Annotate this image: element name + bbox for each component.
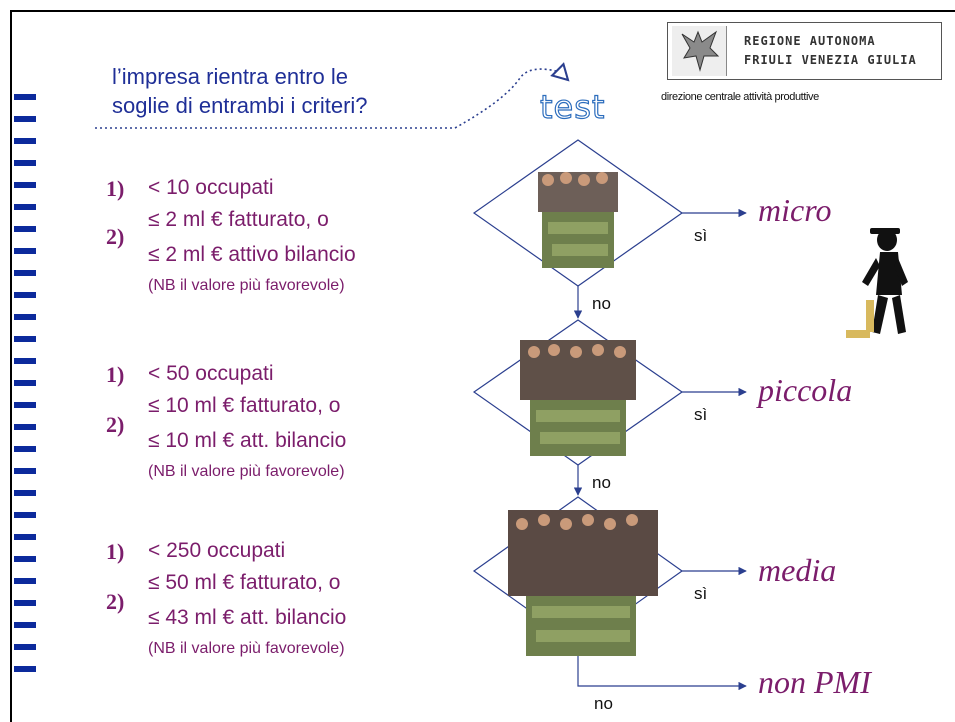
yes-label-1: sì: [694, 226, 708, 245]
no-label-1: no: [592, 294, 611, 313]
logo-line-1: REGIONE AUTONOMA: [744, 34, 876, 48]
yes-label-2: sì: [694, 405, 708, 424]
outcome-micro: micro: [758, 192, 832, 228]
logo-line-2: FRIULI VENEZIA GIULIA: [744, 53, 917, 67]
no-label-2: no: [592, 473, 611, 492]
slide-frame: [10, 10, 955, 722]
test-label: test: [539, 87, 606, 126]
criterion-balance: ≤ 10 ml € att. bilancio: [148, 429, 347, 452]
criterion-turnover: ≤ 2 ml € fatturato, o: [148, 208, 329, 231]
yes-label-3: sì: [694, 584, 708, 603]
criterion-employees: < 250 occupati: [148, 539, 286, 562]
criterion-balance: ≤ 43 ml € att. bilancio: [148, 606, 347, 629]
arrow-non-pmi: [577, 645, 747, 691]
people-money-image-2: [520, 340, 636, 456]
criterion-note: (NB il valore più favorevole): [148, 463, 345, 480]
department-label: direzione centrale attività produttive: [661, 91, 819, 103]
criterion-number-2: 2): [106, 412, 125, 437]
no-label-3: no: [594, 694, 613, 713]
criterion-number-2: 2): [106, 589, 125, 614]
criterion-balance: ≤ 2 ml € attivo bilancio: [148, 243, 356, 266]
criterion-turnover: ≤ 50 ml € fatturato, o: [148, 571, 341, 594]
criterion-number-1: 1): [106, 539, 125, 564]
question-line-1: l’impresa rientra entro le: [112, 64, 348, 89]
region-logo: REGIONE AUTONOMA FRIULI VENEZIA GIULIA: [667, 22, 942, 80]
walking-figure-icon: [846, 228, 908, 338]
criterion-note: (NB il valore più favorevole): [148, 277, 345, 294]
criterion-employees: < 10 occupati: [148, 176, 274, 199]
eagle-emblem-icon: [672, 26, 727, 76]
underline-dotted-connector: [95, 69, 568, 129]
criterion-employees: < 50 occupati: [148, 362, 274, 385]
question-line-2: soglie di entrambi i criteri?: [112, 93, 368, 118]
people-money-image-3: [508, 510, 658, 656]
outcome-piccola: piccola: [758, 372, 853, 408]
criterion-number-1: 1): [106, 176, 125, 201]
criterion-number-2: 2): [106, 224, 125, 249]
question-text: l’impresa rientra entro le soglie di ent…: [112, 62, 368, 120]
people-money-image-1: [538, 172, 618, 268]
criterion-turnover: ≤ 10 ml € fatturato, o: [148, 394, 341, 417]
outcome-media: media: [758, 552, 837, 588]
criterion-number-1: 1): [106, 362, 125, 387]
criterion-note: (NB il valore più favorevole): [148, 640, 345, 657]
outcome-non-pmi: non PMI: [758, 664, 871, 700]
